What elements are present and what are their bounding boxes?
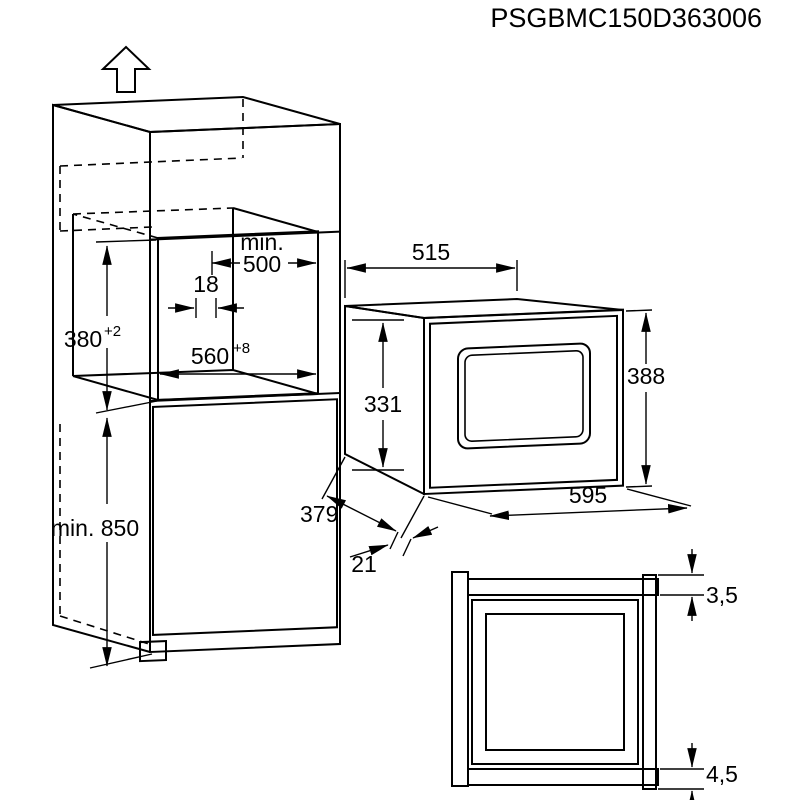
dim-door-protrusion-value: 21	[351, 551, 377, 577]
dim-front-width-value: 595	[569, 482, 607, 508]
section-top-panel	[467, 578, 659, 596]
dim-floor-clearance: min. 850	[51, 417, 153, 669]
dim-niche-height-tolerance: +2	[104, 323, 121, 340]
section-detail-drawing: 3,5 4,5	[451, 549, 738, 800]
appliance-front	[423, 308, 624, 496]
dim-niche-depth: min. 500	[211, 229, 317, 277]
section-front-frame	[642, 574, 657, 790]
appliance-front-frame	[423, 308, 624, 496]
appliance-door	[429, 314, 618, 489]
dim-body-height-value: 331	[364, 391, 402, 417]
appliance-drawing: 515 388 331 379	[300, 239, 692, 577]
dim-bottom-overlap-value: 4,5	[706, 761, 738, 787]
niche-top-shelf-line	[150, 230, 340, 241]
dim-front-height: 388	[625, 309, 665, 488]
door-window-outer	[457, 342, 591, 450]
dim-body-width-value: 515	[412, 239, 450, 265]
niche-right-depth-edge	[232, 207, 319, 233]
dim-body-height: 331	[352, 319, 404, 471]
cabinet-drawing: min. 500 18 380 +2 560 +8	[51, 45, 341, 669]
cabinet-side-panel	[52, 103, 151, 653]
section-back-panel	[451, 571, 469, 787]
dim-front-width: 595	[427, 482, 692, 520]
dim-niche-height: 380 +2	[64, 239, 158, 414]
dim-niche-width-tolerance: +8	[233, 340, 250, 357]
dim-front-height-value: 388	[627, 363, 665, 389]
dim-door-protrusion: 21	[349, 526, 439, 577]
dim-wall-offset: 18	[168, 271, 244, 318]
dim-wall-offset-value: 18	[193, 271, 219, 297]
dim-niche-depth-prefix: min.	[240, 229, 283, 255]
dim-niche-width: 560 +8	[159, 340, 317, 379]
dim-niche-width-value: 560	[191, 343, 229, 369]
dim-niche-depth-value: 500	[243, 251, 281, 277]
dim-bottom-overlap: 4,5	[658, 743, 738, 800]
dim-niche-height-value: 380	[64, 326, 102, 352]
dim-top-overlap-value: 3,5	[706, 582, 738, 608]
dim-body-width: 515	[344, 239, 518, 298]
cabinet-front-outline	[149, 122, 341, 654]
dim-floor-clearance-value: min. 850	[51, 515, 139, 541]
dim-body-depth-value: 379	[300, 501, 338, 527]
dim-top-overlap: 3,5	[658, 549, 738, 621]
dim-body-depth: 379	[300, 456, 425, 539]
up-arrow-icon	[100, 45, 152, 93]
door-window-inner	[464, 350, 584, 442]
part-number-label: PSGBMC150D363006	[490, 3, 762, 33]
cabinet-foot	[139, 639, 167, 663]
section-body-inner	[485, 613, 625, 751]
section-bottom-panel	[467, 768, 659, 786]
section-body-outer	[471, 599, 639, 765]
